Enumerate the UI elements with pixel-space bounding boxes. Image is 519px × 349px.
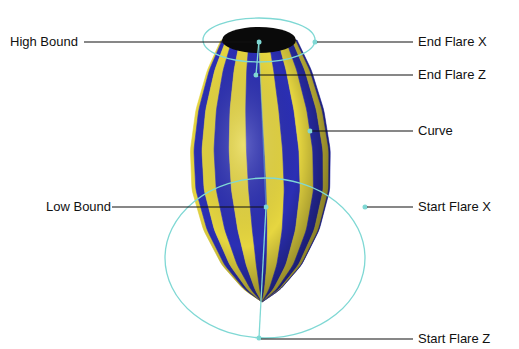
part-label: Start Flare X: [418, 199, 491, 215]
part-label: Low Bound: [46, 199, 111, 215]
manipulator-handles: [165, 18, 365, 338]
part-label: High Bound: [10, 34, 78, 50]
part-label: End Flare Z: [418, 67, 486, 83]
leader-lines: [84, 42, 413, 339]
part-label: Start Flare Z: [418, 331, 490, 347]
part-label: End Flare X: [418, 34, 487, 50]
surface-shading: [190, 40, 330, 302]
vase-surface: [190, 40, 330, 302]
handle-dots: [254, 40, 368, 341]
part-label: Curve: [418, 123, 453, 139]
